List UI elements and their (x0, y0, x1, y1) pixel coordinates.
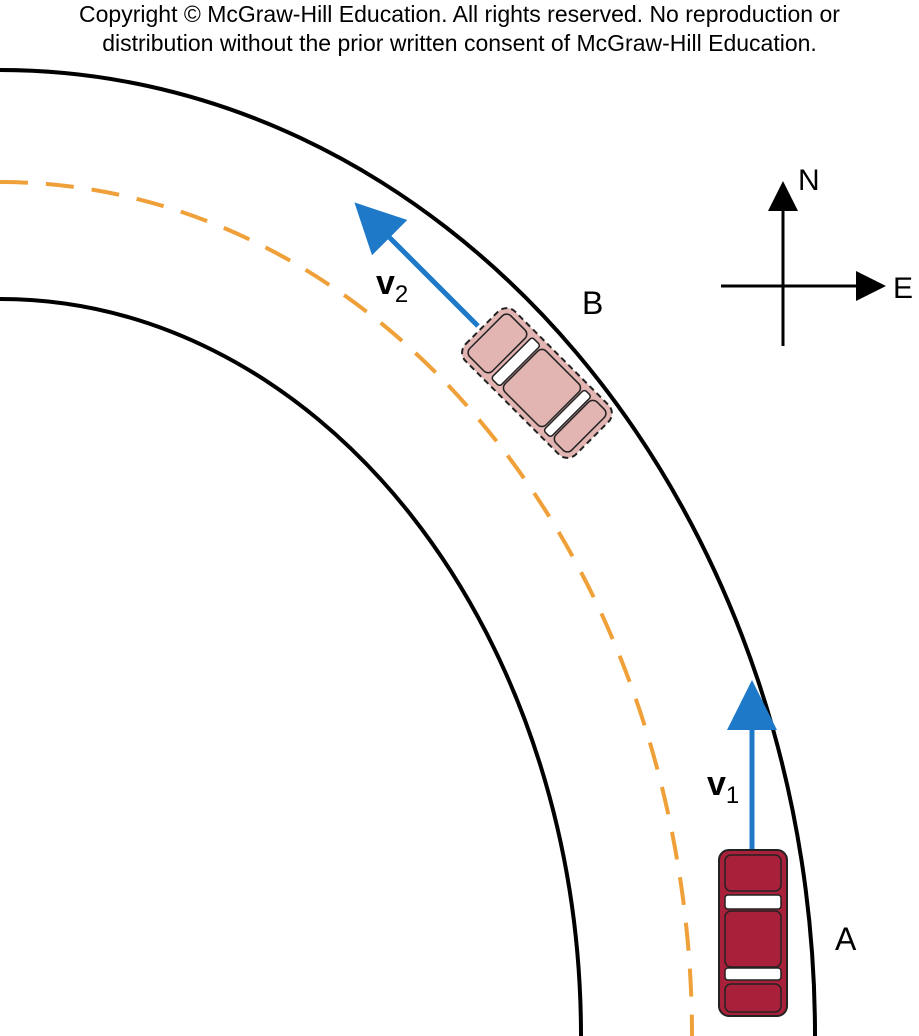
car-b (461, 307, 613, 459)
road-center-line (0, 180, 694, 1036)
car-a-label: A (835, 921, 857, 957)
velocity-v2-letter: v (376, 264, 395, 302)
velocity-v1-subscript: 1 (726, 782, 739, 809)
velocity-label-v2: v2 (376, 264, 408, 308)
road-inner-edge (0, 297, 583, 1036)
velocity-v2-subscript: 2 (395, 281, 408, 308)
velocity-label-v1: v1 (707, 765, 739, 809)
copyright-line-2: distribution without the prior written c… (102, 30, 817, 56)
road-outer-edge (0, 68, 818, 1036)
compass-north-label: N (798, 164, 820, 197)
car-b-label: B (582, 285, 603, 321)
compass-east-label: E (893, 272, 913, 305)
copyright-notice: Copyright © McGraw-Hill Education. All r… (0, 0, 919, 58)
copyright-line-1: Copyright © McGraw-Hill Education. All r… (79, 1, 840, 27)
car-a (718, 849, 788, 1017)
velocity-arrow-v2 (354, 202, 480, 328)
compass: N E (721, 164, 913, 346)
velocity-v1-letter: v (707, 765, 726, 803)
